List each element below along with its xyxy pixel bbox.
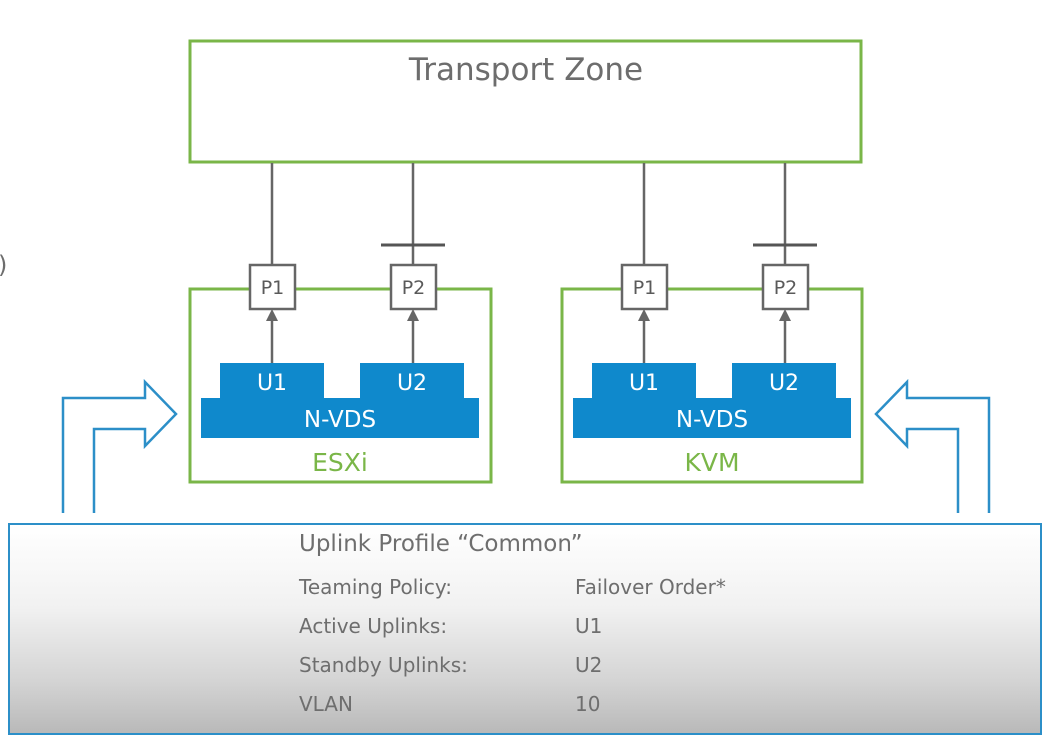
kvm-host-label: KVM: [684, 448, 739, 477]
esxi-nvds-switch: [201, 363, 479, 438]
kvm-nvds-switch: [573, 363, 851, 438]
profile-key: Active Uplinks:: [299, 614, 448, 638]
profile-row-teaming-policy: Teaming Policy: Failover Order*: [299, 575, 999, 603]
esxi-port-p2: [389, 263, 438, 311]
kvm-port-p2: [761, 263, 810, 311]
profile-value: U1: [575, 614, 603, 638]
kvm-port-p2-label: P2: [774, 277, 798, 299]
apply-profile-arrow-kvm: [874, 378, 991, 513]
profile-value: U2: [575, 653, 603, 677]
uplink-profile-panel: Uplink Profile “Common” Teaming Policy: …: [8, 523, 1042, 735]
kvm-port-p1: [620, 263, 669, 311]
transport-zone-box: [188, 39, 863, 164]
kvm-nvds-label: N-VDS: [676, 407, 748, 433]
profile-value: Failover Order*: [575, 575, 726, 599]
arrowhead-esxi-u1: [266, 309, 278, 321]
profile-key: Teaming Policy:: [299, 575, 452, 599]
esxi-uplink-u1-label: U1: [257, 371, 287, 396]
esxi-port-p1: [248, 263, 297, 311]
uplink-profile-title: Uplink Profile “Common”: [299, 531, 583, 557]
profile-row-standby-uplinks: Standby Uplinks: U2: [299, 653, 999, 681]
arrowhead-kvm-u1: [638, 309, 650, 321]
kvm-uplink-u2-label: U2: [769, 371, 799, 396]
edge-fragment: ): [0, 251, 7, 279]
arrowhead-esxi-u2: [407, 309, 419, 321]
kvm-port-p1-label: P1: [633, 277, 657, 299]
apply-profile-arrow-esxi: [61, 378, 178, 513]
profile-value: 10: [575, 692, 601, 716]
profile-row-vlan: VLAN 10: [299, 692, 999, 720]
kvm-uplink-u1-label: U1: [629, 371, 659, 396]
esxi-nvds-label: N-VDS: [304, 407, 376, 433]
esxi-uplink-u2-label: U2: [397, 371, 427, 396]
transport-zone-label: Transport Zone: [408, 52, 643, 88]
profile-key: Standby Uplinks:: [299, 653, 468, 677]
esxi-port-p2-label: P2: [402, 277, 426, 299]
profile-row-active-uplinks: Active Uplinks: U1: [299, 614, 999, 642]
esxi-host-label: ESXi: [312, 448, 368, 477]
arrowhead-kvm-u2: [779, 309, 791, 321]
esxi-port-p1-label: P1: [261, 277, 285, 299]
profile-key: VLAN: [299, 692, 353, 716]
